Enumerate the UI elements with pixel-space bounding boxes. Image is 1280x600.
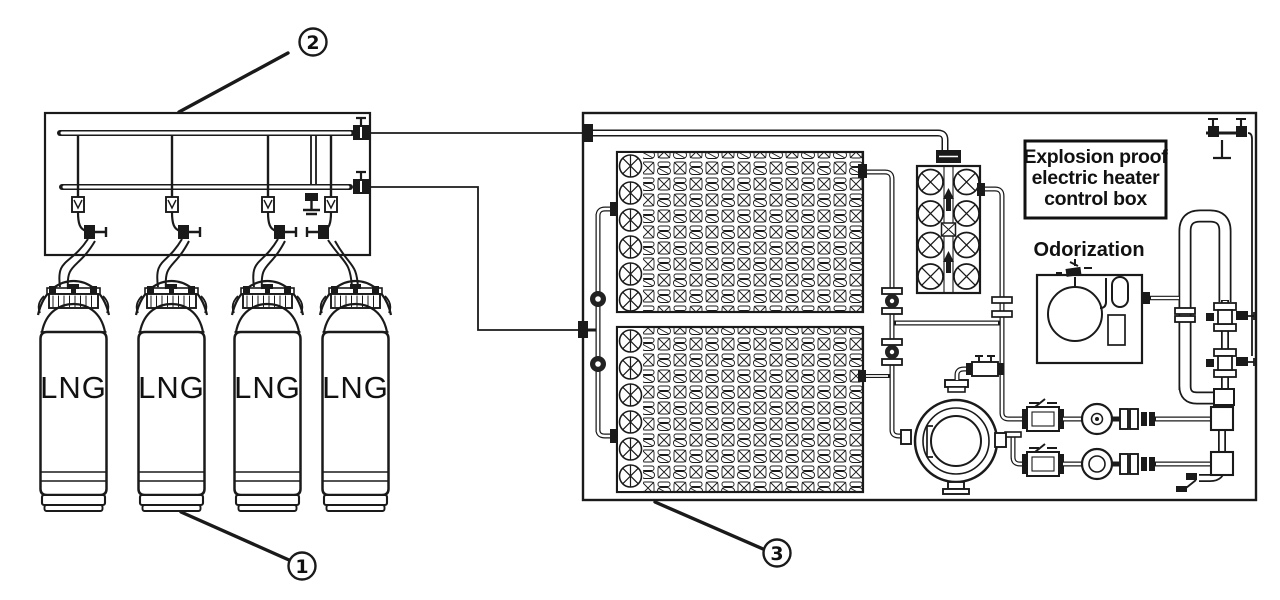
outlet-riser (1176, 300, 1255, 492)
odorization-unit: Odorization (1033, 239, 1180, 365)
feed-riser (578, 202, 619, 443)
heater-box-line-1: Explosion proof (1024, 146, 1169, 168)
heater-box-line-3: control box (1044, 188, 1147, 210)
inlet-flange (584, 124, 593, 142)
manifold (43, 111, 372, 290)
drop-valve-3 (261, 136, 298, 239)
drop-valve-2 (165, 136, 202, 239)
lng-cylinder-group: LNG LNG LNG LNG (36, 279, 393, 513)
drop-valve-1 (71, 136, 108, 239)
flow-arrow-up-2 (943, 251, 954, 262)
callout-1-circle (287, 551, 317, 581)
vaporizer-skid-panel: Explosion proof electric heater control … (578, 111, 1258, 502)
callout-2-leader (177, 51, 290, 114)
tank-outlet-valve (966, 355, 1004, 377)
heater-box-line-2: electric heater (1032, 167, 1160, 189)
callout-3-circle (762, 538, 792, 568)
odorization-label: Odorization (1033, 239, 1144, 261)
regulator-line-lower (1021, 443, 1214, 481)
drop-valve-4 (305, 136, 338, 239)
tank-top-flange (944, 379, 969, 388)
vent-stack (1174, 209, 1232, 405)
manifold-frame (43, 111, 372, 257)
cylinder-hoses (58, 238, 359, 290)
callout-2-circle (298, 27, 328, 57)
top-feed-pipe (584, 124, 949, 152)
lng-label-2: LNG (138, 370, 205, 405)
odorant-drum (1047, 286, 1103, 342)
tank-left-stub (900, 429, 912, 445)
buffer-tank (900, 355, 1007, 495)
stack-flange (1174, 307, 1196, 315)
tank-right-stub (994, 432, 1007, 448)
feed-inlet-fitting (578, 321, 588, 338)
heater-outlet-riser (977, 183, 1026, 467)
collect-valve-1 (881, 287, 903, 315)
callout-1: 1 (179, 510, 317, 581)
flow-arrow-up-1 (943, 188, 954, 199)
equalizer-tubes (310, 136, 317, 184)
lng-label-3: LNG (234, 370, 301, 405)
callout-3-number: 3 (770, 543, 783, 565)
odorant-bottle (1111, 276, 1129, 308)
electric-heater-vaporizer (915, 150, 982, 295)
callout-1-leader (179, 510, 291, 562)
collect-riser (858, 164, 1000, 439)
callout-2: 2 (177, 27, 328, 114)
collect-valve-2 (881, 338, 903, 366)
drain-cap-2 (1176, 486, 1187, 492)
callout-1-number: 1 (295, 556, 308, 578)
lng-label-4: LNG (322, 370, 389, 405)
odorizer-outlet-fitting (1142, 292, 1150, 304)
top-right-valve-group (1206, 117, 1253, 356)
lng-label-1: LNG (40, 370, 107, 405)
vaporizer-grid-lower (615, 325, 865, 494)
outlet-valve-bottom (353, 170, 369, 194)
valve-stand (1213, 140, 1231, 160)
callout-3: 3 (653, 500, 792, 568)
drain-cap-1 (1186, 473, 1197, 480)
callout-3-leader (653, 500, 765, 551)
callout-2-number: 2 (306, 32, 319, 54)
vaporizer-grid-upper (615, 150, 865, 314)
outlet-tee (1213, 388, 1235, 406)
heater-control-box: Explosion proof electric heater control … (1023, 139, 1169, 220)
connector-line-bottom (369, 186, 583, 331)
relief-valve (303, 193, 320, 216)
regulator-line-upper (1021, 398, 1214, 436)
odorizer-top-valve (1056, 259, 1092, 277)
outlet-valve-top (353, 116, 369, 140)
gas-meter-2 (1080, 447, 1114, 481)
